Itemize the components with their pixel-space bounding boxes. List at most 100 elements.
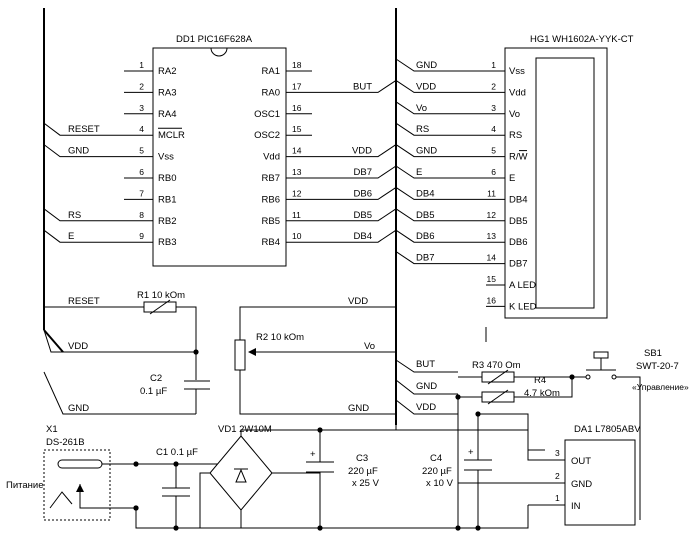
pin-name: RB4 bbox=[262, 237, 280, 248]
r4-slash bbox=[487, 389, 509, 405]
vdd-net-line-2 bbox=[395, 399, 458, 415]
net-wire bbox=[43, 122, 153, 136]
pin-number: 8 bbox=[139, 210, 144, 220]
pin-number: 5 bbox=[491, 146, 496, 156]
pin-number: 4 bbox=[491, 124, 496, 134]
net-wire bbox=[395, 101, 505, 115]
net-label: DB6 bbox=[354, 188, 372, 199]
pin-number: 15 bbox=[292, 124, 302, 134]
pin-number: 15 bbox=[487, 274, 497, 284]
r4-value: 4.7 kOm bbox=[524, 388, 560, 399]
pin-name: MCLR bbox=[158, 130, 185, 141]
pin-name: Vdd bbox=[263, 152, 280, 163]
net-wire bbox=[286, 229, 397, 243]
r1-slash bbox=[149, 299, 171, 315]
pin-number: 11 bbox=[487, 188, 496, 198]
but-net-line bbox=[395, 359, 458, 373]
pin-number: 17 bbox=[292, 81, 302, 91]
junction-dot bbox=[173, 461, 179, 467]
net-label: DB7 bbox=[354, 167, 372, 178]
pin-name: DB4 bbox=[509, 194, 527, 205]
net-label: RESET bbox=[68, 124, 100, 135]
power-label: Питание bbox=[6, 480, 44, 491]
pin-name: Vo bbox=[509, 109, 520, 120]
net-label: RS bbox=[416, 124, 429, 135]
gnd-net-label-right: GND bbox=[348, 403, 369, 414]
lcd-pin-aled: 15A LED bbox=[486, 274, 536, 291]
junction-dot bbox=[475, 525, 481, 531]
da1-pin-num: 1 bbox=[555, 493, 560, 503]
pin-name: RB2 bbox=[158, 216, 176, 227]
x1-ref: X1 bbox=[46, 424, 58, 435]
pin-name: RA2 bbox=[158, 66, 176, 77]
r2-label: R2 10 kOm bbox=[256, 332, 304, 343]
junction-dot bbox=[455, 525, 461, 531]
pin-name: DB5 bbox=[509, 216, 527, 227]
net-wire bbox=[286, 186, 397, 200]
net-wire bbox=[286, 208, 397, 222]
pin-name: RB6 bbox=[262, 194, 280, 205]
pin-name: RA3 bbox=[158, 87, 176, 98]
net-wire bbox=[395, 165, 505, 179]
junction-dot bbox=[193, 349, 199, 355]
vdd-net-label: VDD bbox=[68, 341, 88, 352]
module-frame-bus-diagonal bbox=[43, 329, 64, 353]
da1-pin-num: 3 bbox=[555, 448, 560, 458]
r3-label: R3 470 Om bbox=[472, 360, 521, 371]
r2-vdd-line bbox=[239, 306, 396, 340]
net-wire bbox=[43, 208, 153, 222]
c3-volt: x 25 V bbox=[352, 478, 380, 489]
net-wire bbox=[286, 79, 397, 93]
x1-connector-outline bbox=[43, 449, 111, 521]
pin-number: 5 bbox=[139, 146, 144, 156]
junction-dot bbox=[173, 525, 179, 531]
c4-ref: C4 bbox=[430, 453, 442, 464]
junction-dot bbox=[455, 394, 461, 400]
pin-number: 1 bbox=[491, 60, 496, 70]
pin-name: RS bbox=[509, 130, 522, 141]
net-wire bbox=[286, 144, 397, 158]
net-label: GND bbox=[416, 60, 437, 71]
pin-number: 12 bbox=[487, 210, 497, 220]
da1-pin-name: OUT bbox=[571, 456, 591, 467]
net-wire bbox=[395, 229, 505, 243]
net-label: VDD bbox=[416, 81, 436, 92]
vd1-wire-left bbox=[199, 472, 210, 528]
mcu-notch bbox=[210, 47, 228, 57]
net-wire bbox=[395, 122, 505, 136]
pin-name: DB7 bbox=[509, 259, 527, 270]
r2-potentiometer bbox=[234, 339, 246, 371]
lcd-pin-kled: 16K LED bbox=[486, 295, 537, 312]
net-label: DB4 bbox=[354, 231, 372, 242]
r1-wires bbox=[130, 306, 197, 380]
gnd-net-line bbox=[43, 371, 196, 415]
net-wire bbox=[395, 251, 505, 265]
pin-name: Vss bbox=[509, 66, 525, 77]
net-label: E bbox=[68, 231, 74, 242]
net-label: RS bbox=[68, 210, 81, 221]
pin-name: K LED bbox=[509, 301, 537, 312]
pin-number: 1 bbox=[139, 60, 144, 70]
mcu-right-pins: 18RA1BUT17RA016OSC115OSC2VDD14VddDB713RB… bbox=[254, 60, 397, 248]
net-wire bbox=[395, 208, 505, 222]
reset-contrast-block: RESET VDD GND R1 10 kOm C2 0.1 µF R2 10 … bbox=[43, 290, 396, 415]
net-label: DB4 bbox=[416, 188, 434, 199]
pin-name: RB5 bbox=[262, 216, 280, 227]
da1-pin-name: GND bbox=[571, 479, 592, 490]
